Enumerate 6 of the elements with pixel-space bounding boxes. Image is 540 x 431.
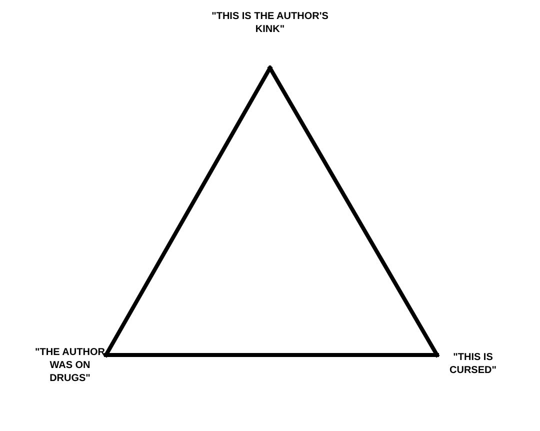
triangle-side <box>104 66 272 357</box>
triangle-side <box>268 66 439 357</box>
corner-label: "THE AUTHOR WAS ON DRUGS" <box>34 346 106 385</box>
triangle-side <box>104 353 439 357</box>
corner-label: "THIS IS CURSED" <box>448 351 498 377</box>
corner-label: "THIS IS THE AUTHOR'S KINK" <box>210 10 330 36</box>
